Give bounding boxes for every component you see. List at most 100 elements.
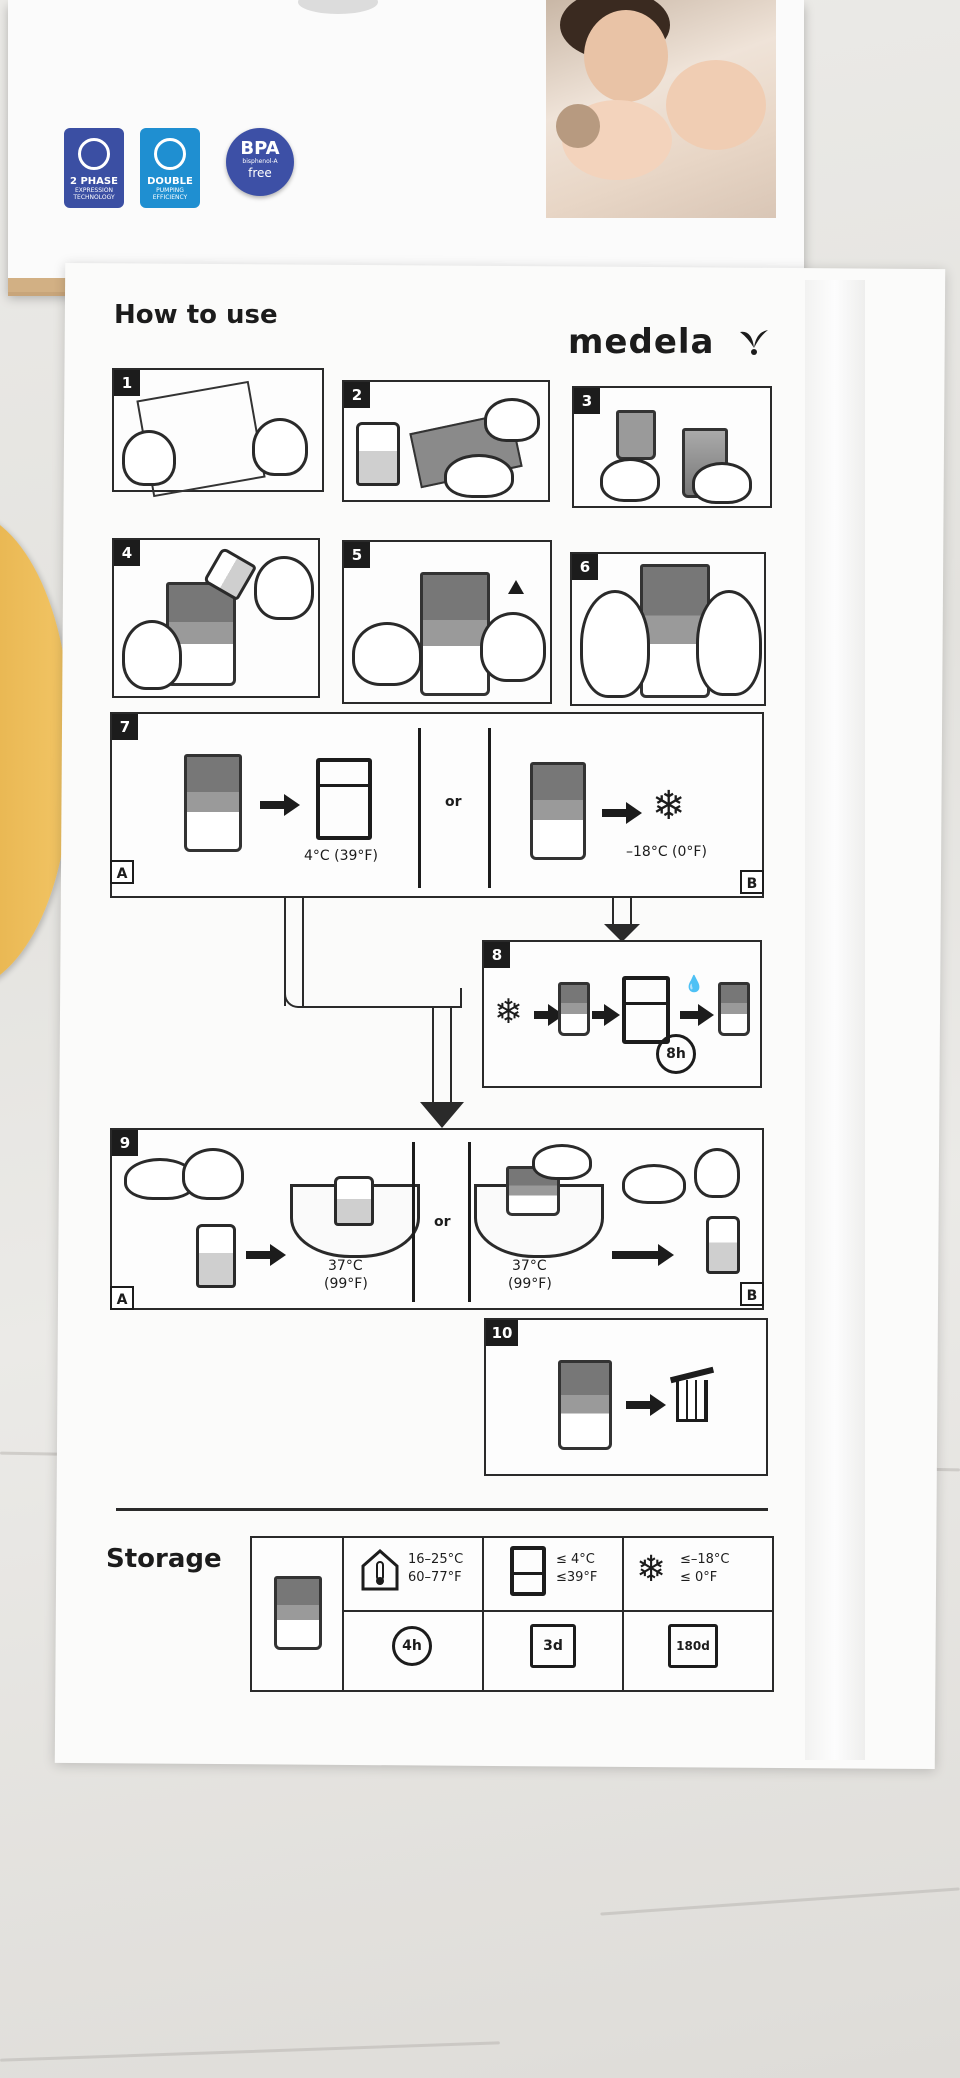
step-7-panel: 7 4°C (39°F) or ❄ –18°C (0°F) A B [110, 712, 764, 898]
storage-title: Storage [106, 1544, 222, 1574]
or-label: or [445, 794, 462, 810]
marble-vein [600, 1887, 960, 1916]
bpa-free-badge: BPA bisphenol-A free [226, 128, 294, 196]
step-4-panel: 4 [112, 538, 320, 698]
up-arrow-icon [508, 580, 524, 594]
freezer-temp-label: –18°C (0°F) [626, 844, 707, 860]
right-arrow-icon [246, 1244, 286, 1266]
bottle-icon [356, 422, 400, 486]
snowflake-icon: ❄ [494, 992, 523, 1032]
step-10-panel: 10 [484, 1318, 768, 1476]
route-b-tag: B [740, 1282, 764, 1306]
fridge-temp-label: 4°C (39°F) [304, 848, 378, 864]
step-2-panel: 2 [342, 380, 550, 502]
fridge-icon [510, 1546, 546, 1596]
bpa-free-label: free [248, 166, 272, 180]
bag-seal-strip [805, 280, 865, 1760]
step-number: 3 [574, 388, 600, 414]
hand-icon [692, 462, 752, 504]
warm-temp-label: 37°C [328, 1258, 363, 1274]
divider-line [488, 728, 491, 888]
flow-pipe-a [284, 898, 304, 1006]
freezer-temp-fahrenheit: ≤ 0°F [680, 1570, 718, 1585]
step-6-panel: 6 [570, 552, 766, 706]
hand-icon [122, 430, 176, 486]
step-number: 6 [572, 554, 598, 580]
flow-pipe-a-horizontal [284, 988, 462, 1008]
frozen-pouch-icon [558, 982, 590, 1036]
pen-hand-icon [484, 398, 540, 442]
bottle-icon [196, 1224, 236, 1288]
product-box: 2 PHASE EXPRESSION TECHNOLOGY DOUBLE PUM… [8, 0, 804, 292]
step-8-panel: 8 ❄ 8h 💧 [482, 940, 762, 1088]
fridge-temp-fahrenheit: ≤39°F [556, 1570, 598, 1585]
step-9-panel: 9 37°C (99°F) or 37°C (99°F) A B [110, 1128, 764, 1310]
pouch-air-out-icon [420, 572, 490, 696]
tear-notch-pouch-icon [616, 410, 656, 460]
step-number: 10 [486, 1320, 518, 1346]
hand-icon [694, 1148, 740, 1198]
freezer-temp-celsius: ≤–18°C [680, 1552, 730, 1567]
2-phase-expression-badge: 2 PHASE EXPRESSION TECHNOLOGY [64, 128, 124, 208]
hand-icon [696, 590, 762, 696]
bottle-in-pot-icon [334, 1176, 374, 1226]
storage-table: 16–25°C 60–77°F 4h ≤ 4°C ≤39°F 3d ❄ ≤–18… [250, 1536, 774, 1692]
flow-down-arrow-icon [420, 1102, 464, 1128]
warm-temp-f-label: (99°F) [324, 1276, 368, 1292]
step-3-panel: 3 [572, 386, 772, 508]
step-number: 4 [114, 540, 140, 566]
divider-line [468, 1142, 471, 1302]
right-arrow-icon [612, 1244, 674, 1266]
fridge-icon [316, 758, 372, 840]
right-arrow-icon [626, 1394, 666, 1416]
step-number: 8 [484, 942, 510, 968]
snowflake-icon: ❄ [636, 1549, 667, 1590]
storage-row-divider [344, 1610, 772, 1612]
flow-pipe-b [612, 896, 632, 926]
divider-line [412, 1142, 415, 1302]
fridge-storage-cell: ≤ 4°C ≤39°F 3d [484, 1538, 624, 1690]
hand-icon [352, 622, 422, 686]
or-label: or [434, 1214, 451, 1230]
thawed-pouch-icon [718, 982, 750, 1036]
fridge-temp-celsius: ≤ 4°C [556, 1552, 595, 1567]
step-number: 7 [112, 714, 138, 740]
badge-label: DOUBLE [147, 176, 193, 187]
trash-bin-icon [676, 1380, 708, 1422]
flow-down-arrow-icon [604, 924, 640, 942]
hand-icon [252, 418, 308, 476]
hand-icon [480, 612, 546, 682]
mother-baby-photo [546, 0, 776, 218]
section-divider [116, 1508, 768, 1511]
badge-label: 2 PHASE [70, 176, 118, 187]
hand-icon [254, 556, 314, 620]
step-1-panel: 1 [112, 368, 324, 498]
snowflake-icon: ❄ [652, 783, 686, 829]
medela-logo: medela [568, 322, 715, 362]
product-image-fragment [298, 0, 378, 14]
hand-icon [600, 458, 660, 502]
house-thermometer-icon [361, 1548, 399, 1591]
route-a-tag: A [110, 860, 134, 884]
right-arrow-icon [592, 1004, 620, 1026]
warm-temp-label: 37°C [512, 1258, 547, 1274]
room-temp-celsius: 16–25°C [408, 1552, 464, 1567]
hand-icon [122, 620, 182, 690]
storage-pouch-cell [252, 1538, 344, 1690]
bottle-icon [706, 1216, 740, 1274]
route-a-tag: A [110, 1286, 134, 1310]
route-b-tag: B [740, 870, 764, 894]
medela-logo-icon [740, 330, 768, 355]
divider-line [418, 728, 421, 888]
right-arrow-icon [260, 794, 300, 816]
marble-vein [0, 2041, 500, 2062]
milk-pouch-icon [274, 1576, 322, 1650]
freezer-duration-calendar: 180d [668, 1624, 718, 1668]
fridge-duration-calendar: 3d [530, 1624, 576, 1668]
hand-icon [444, 454, 514, 498]
step-number: 2 [344, 382, 370, 408]
fridge-icon [622, 976, 670, 1044]
right-arrow-icon [602, 802, 642, 824]
step-number: 9 [112, 1130, 138, 1156]
thaw-time-timer: 8h [656, 1034, 696, 1074]
